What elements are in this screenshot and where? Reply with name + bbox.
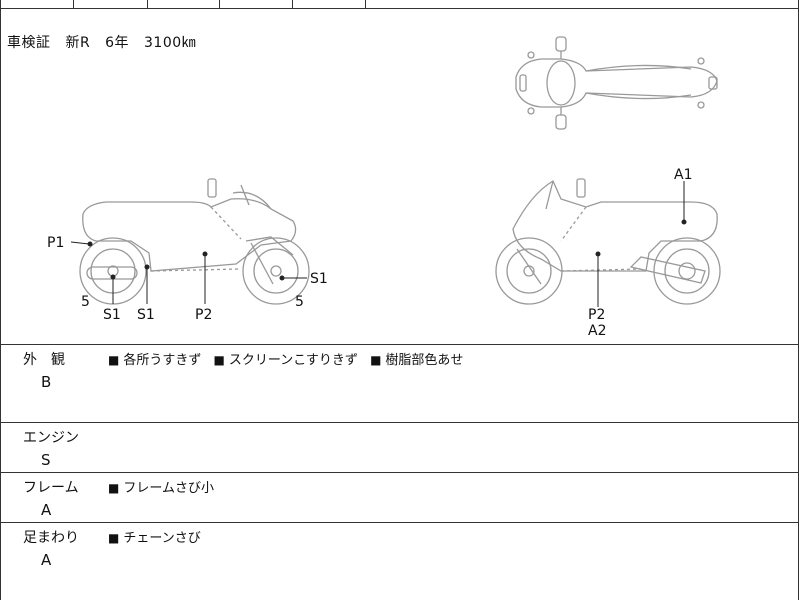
scooter-damage-diagram: P1 5 S1 S1 P2 S1 5 A1 P2 A2 [1, 9, 799, 344]
condition-row-exterior: 外 観 B ■各所うすきず ■スクリーンこすりきず ■樹脂部色あせ [1, 344, 799, 422]
bullet-square-icon: ■ [108, 531, 120, 545]
note-item: フレームさび小 [123, 481, 214, 496]
damage-label: S1 [103, 307, 121, 323]
top-cell-divider [292, 0, 293, 8]
section-grade: S [41, 451, 51, 469]
condition-row-suspension: 足まわり A ■チェーンさび [1, 522, 799, 600]
inspection-years: 6年 [105, 35, 130, 51]
damage-label: P2 [195, 307, 212, 323]
damage-label: 5 [295, 294, 304, 310]
scooter-top-view-icon [515, 36, 718, 130]
damage-label: P2 [588, 307, 605, 323]
note-item: チェーンさび [123, 531, 201, 546]
top-cell-divider [73, 0, 74, 8]
section-notes: ■各所うすきず ■スクリーンこすりきず ■樹脂部色あせ [108, 349, 471, 368]
mileage: 3100㎞ [144, 35, 197, 51]
damage-label: 5 [81, 294, 90, 310]
bullet-square-icon: ■ [108, 353, 120, 367]
section-name: 外 観 [23, 352, 65, 368]
damage-label: A1 [674, 167, 692, 183]
bullet-square-icon: ■ [370, 353, 382, 367]
damage-label: A2 [588, 323, 606, 339]
top-cell-divider [219, 0, 220, 8]
section-grade: A [41, 501, 52, 519]
section-name: エンジン [23, 430, 79, 446]
damage-label: P1 [47, 235, 64, 251]
inspection-info: 車検証 新R 6年 3100㎞ [7, 32, 206, 52]
section-grade: A [41, 551, 52, 569]
inspection-status: 新R [65, 35, 91, 51]
section-grade: B [41, 373, 52, 391]
bullet-square-icon: ■ [213, 353, 225, 367]
damage-label: S1 [137, 307, 155, 323]
top-table-strip [1, 0, 798, 9]
damage-label: S1 [310, 271, 328, 287]
condition-row-frame: フレーム A ■フレームさび小 [1, 472, 799, 522]
note-item: スクリーンこすりきず [228, 353, 358, 368]
note-item: 各所うすきず [123, 353, 202, 368]
section-notes: ■チェーンさび [108, 527, 209, 546]
top-cell-divider [147, 0, 148, 8]
inspection-label: 車検証 [7, 35, 51, 51]
section-name: 足まわり [23, 530, 79, 546]
condition-row-engine: エンジン S [1, 422, 799, 472]
note-item: 樹脂部色あせ [385, 353, 464, 368]
section-name: フレーム [23, 480, 79, 496]
scooter-outline-drawings: P1 5 S1 S1 P2 S1 5 A1 P2 A2 [47, 36, 721, 339]
bullet-square-icon: ■ [108, 481, 120, 495]
top-cell-divider [365, 0, 366, 8]
scooter-left-view-icon [79, 178, 310, 305]
scooter-right-view-icon [495, 178, 721, 305]
section-notes: ■フレームさび小 [108, 477, 222, 496]
